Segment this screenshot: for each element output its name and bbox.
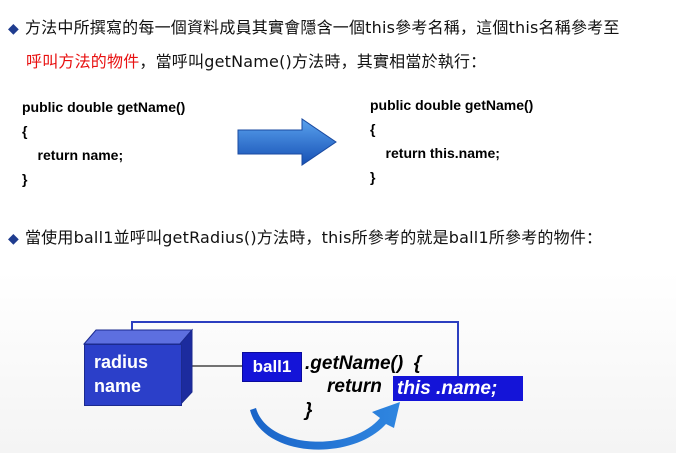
code-block-left: public double getName() { return name; }	[22, 95, 185, 191]
code-line: {	[370, 121, 376, 137]
code-line: public double getName()	[370, 97, 534, 113]
object-cube: radius name	[84, 344, 182, 406]
bullet2-line: ◆ 當使用ball1並呼叫getRadius()方法時，this所參考的就是bal…	[8, 224, 602, 248]
method-call-text: .getName() {	[305, 353, 422, 374]
diamond-icon: ◆	[8, 21, 19, 37]
code-block-right: public double getName() { return this.na…	[370, 93, 533, 189]
closing-brace: }	[305, 400, 313, 421]
code-line: public double getName()	[22, 99, 186, 115]
return-keyword: return	[327, 376, 382, 397]
bullet1-line2: 呼叫方法的物件，當呼叫getName()方法時，其實相當於執行：	[26, 48, 486, 72]
ball1-reference: ball1	[242, 352, 302, 382]
bullet1-text: 方法中所撰寫的每一個資料成員其實會隱含一個this參考名稱，這個this名稱參考…	[24, 18, 620, 37]
cube-field-radius: radius	[94, 352, 149, 372]
bullet1-suffix: ，當呼叫getName()方法時，其實相當於執行：	[139, 52, 487, 71]
right-arrow-icon	[237, 118, 337, 166]
code-line: {	[22, 123, 28, 139]
bullet1-line1: ◆ 方法中所撰寫的每一個資料成員其實會隱含一個this參考名稱，這個this名稱參…	[8, 14, 620, 38]
bracket-line	[131, 321, 459, 378]
code-line: }	[370, 169, 376, 185]
bullet2-text: 當使用ball1並呼叫getRadius()方法時，this所參考的就是ball…	[24, 228, 603, 247]
code-line: return this.name;	[370, 145, 500, 161]
this-expression: this .name;	[393, 376, 523, 401]
code-line: return name;	[22, 147, 124, 163]
diamond-icon: ◆	[8, 231, 19, 247]
curved-arrow-icon	[250, 402, 400, 450]
bullet1-highlight: 呼叫方法的物件	[26, 52, 140, 71]
cube-top	[82, 329, 194, 345]
code-line: }	[22, 171, 28, 187]
cube-field-name: name	[94, 376, 142, 396]
